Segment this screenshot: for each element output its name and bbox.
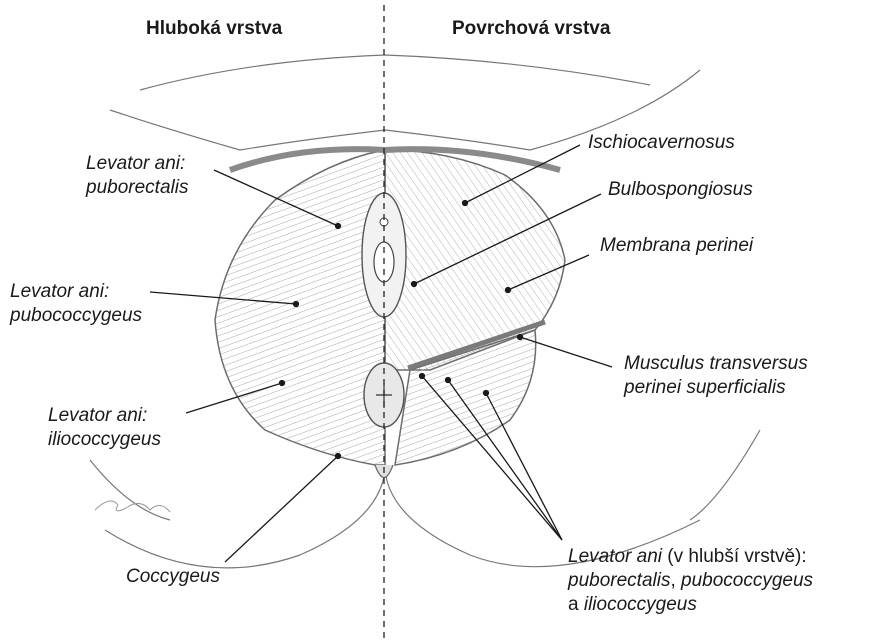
label-bulbospongiosus: Bulbospongiosus (608, 178, 753, 202)
label-part: , (670, 570, 681, 591)
label-line-3: a iliococcygeus (568, 593, 813, 617)
label-line: Musculus transversus (624, 352, 808, 376)
label-pubococcygeus: Levator ani: pubococcygeus (10, 280, 142, 328)
label-levator-ani-deep: Levator ani (v hlubší vrstvě): puborecta… (568, 545, 813, 617)
label-line-1: Levator ani (v hlubší vrstvě): (568, 545, 813, 569)
label-coccygeus: Coccygeus (126, 565, 220, 589)
label-part: puborectalis (568, 570, 670, 591)
label-part: (v hlubší vrstvě): (662, 546, 807, 567)
label-ischiocavernosus: Ischiocavernosus (588, 131, 735, 155)
label-part: Levator ani (568, 546, 662, 567)
artist-signature (95, 501, 170, 512)
label-line: pubococcygeus (10, 304, 142, 328)
label-line: Levator ani: (86, 152, 188, 176)
label-part: a (568, 594, 584, 615)
label-line: perinei superficialis (624, 376, 808, 400)
label-transversus-perinei: Musculus transversus perinei superficial… (624, 352, 808, 400)
superficial-muscle-region (385, 150, 565, 370)
label-part: iliococcygeus (584, 594, 697, 615)
label-line: Levator ani: (10, 280, 142, 304)
deep-muscle-region (215, 150, 385, 465)
label-line: Levator ani: (48, 404, 161, 428)
header-deep-layer: Hluboká vrstva (146, 18, 282, 40)
header-superficial-layer: Povrchová vrstva (452, 18, 610, 40)
label-line: puborectalis (86, 176, 188, 200)
label-membrana-perinei: Membrana perinei (600, 234, 753, 258)
label-line-2: puborectalis, pubococcygeus (568, 569, 813, 593)
label-line: iliococcygeus (48, 428, 161, 452)
label-puborectalis: Levator ani: puborectalis (86, 152, 188, 200)
label-part: pubococcygeus (681, 570, 813, 591)
label-iliococcygeus: Levator ani: iliococcygeus (48, 404, 161, 452)
